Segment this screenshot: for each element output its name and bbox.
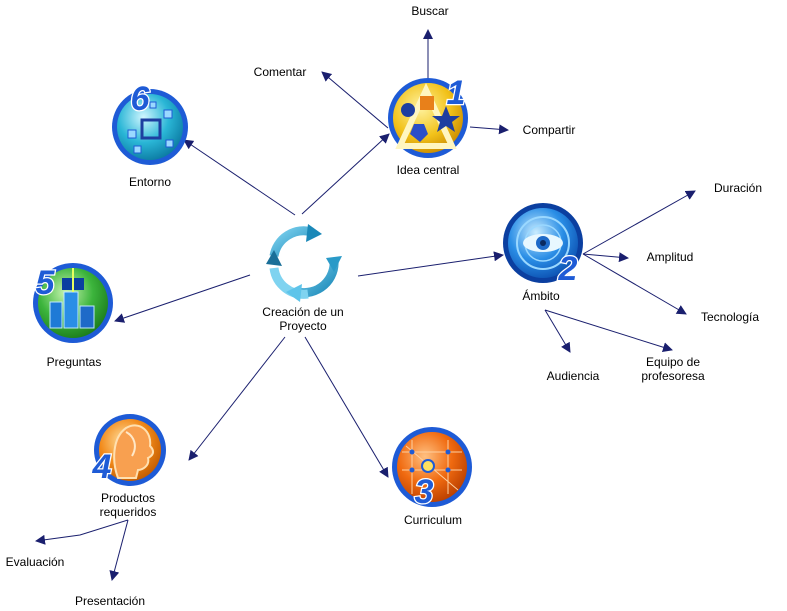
node-ambito[interactable]: 2 Ámbito <box>503 203 583 303</box>
eye-icon <box>503 203 583 283</box>
node-label: Ámbito <box>522 288 560 303</box>
leaf-compartir[interactable]: Compartir <box>523 123 576 137</box>
leaf-evaluacion[interactable]: Evaluación <box>6 555 65 569</box>
edge-center-entorno <box>183 139 296 216</box>
edge-productos-presentacion <box>109 519 129 581</box>
edge-center-ambito <box>357 251 504 277</box>
center-label-line2: Proyecto <box>279 319 327 333</box>
center-label-line1: Creación de un <box>262 305 343 319</box>
node-label: Entorno <box>129 175 171 189</box>
leaf-equipo-line1[interactable]: Equipo de <box>646 355 700 369</box>
network-icon <box>392 427 472 507</box>
node-preguntas[interactable]: 5 Preguntas <box>33 263 113 369</box>
leaf-tecnologia[interactable]: Tecnología <box>701 310 759 324</box>
node-number: 5 <box>36 264 56 302</box>
node-label-line1: Productos <box>101 491 155 505</box>
edge-center-idea <box>301 133 390 215</box>
node-number: 2 <box>558 250 578 288</box>
edge-center-productos <box>188 336 286 461</box>
head-icon <box>94 414 166 486</box>
leaf-audiencia[interactable]: Audiencia <box>547 369 600 383</box>
edge-ambito-equipo <box>544 309 673 353</box>
cycle-arrows-icon <box>266 224 342 302</box>
node-number: 3 <box>415 473 434 511</box>
center-node[interactable]: Creación de un Proyecto <box>262 224 344 333</box>
node-curriculum[interactable]: 3 Curriculum <box>392 427 472 527</box>
leaf-amplitud[interactable]: Amplitud <box>647 250 694 264</box>
node-label: Preguntas <box>47 355 102 369</box>
leaf-buscar[interactable]: Buscar <box>411 4 448 18</box>
node-label: Idea central <box>397 163 460 177</box>
leaf-duracion[interactable]: Duración <box>714 181 762 195</box>
edge-idea-compartir <box>469 124 509 135</box>
node-number: 1 <box>447 74 466 112</box>
edge-ambito-tecnologia <box>582 253 687 315</box>
node-productos-requeridos[interactable]: 4 Productos requeridos <box>90 414 166 519</box>
edge-center-preguntas <box>114 274 251 323</box>
edge-ambito-duracion <box>582 190 696 255</box>
edge-productos-evaluacion <box>35 519 129 545</box>
shapes-icon <box>388 78 468 158</box>
node-number: 4 <box>92 448 112 486</box>
leaf-labels: Buscar Comentar Compartir Duración Ampli… <box>6 4 762 608</box>
edges <box>35 29 696 581</box>
node-number: 6 <box>131 80 151 118</box>
leaf-equipo-line2[interactable]: profesoresa <box>641 369 705 383</box>
edge-center-curriculum <box>304 336 389 478</box>
edge-ambito-amplitud <box>582 252 629 263</box>
leaf-comentar[interactable]: Comentar <box>254 65 307 79</box>
city-icon <box>33 263 113 343</box>
edge-idea-comentar <box>321 71 389 129</box>
node-idea-central[interactable]: 1 Idea central <box>388 73 468 177</box>
node-entorno[interactable]: 6 Entorno <box>112 79 188 189</box>
edge-ambito-audiencia <box>544 309 571 353</box>
node-label: Curriculum <box>404 513 462 527</box>
leaf-presentacion[interactable]: Presentación <box>75 594 145 608</box>
node-label-line2: requeridos <box>100 505 157 519</box>
cubes-icon <box>112 89 188 165</box>
